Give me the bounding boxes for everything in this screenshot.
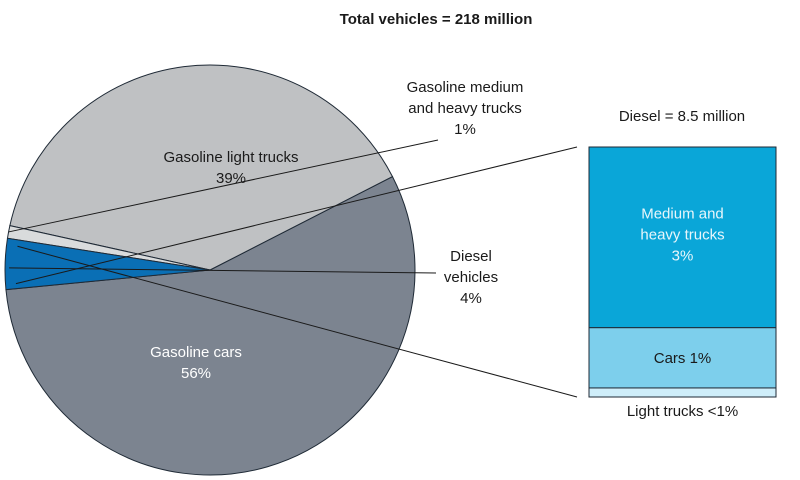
leader-line-diesel xyxy=(9,267,437,274)
connector-top xyxy=(15,146,578,285)
slice-label-1: Gasoline light trucks xyxy=(163,149,298,166)
breakdown-title: Diesel = 8.5 million xyxy=(619,108,745,125)
slice-label-2: and heavy trucks xyxy=(408,100,521,117)
slice-label-2: Gasoline medium xyxy=(407,79,524,96)
breakdown-segment-2 xyxy=(588,387,777,398)
slice-label-0: 56% xyxy=(181,365,211,382)
pie-slice-0 xyxy=(5,175,416,476)
breakdown-label-0: Medium and xyxy=(641,205,724,222)
slice-label-2: 1% xyxy=(454,121,476,138)
pie xyxy=(4,64,416,476)
breakdown-label-0: 3% xyxy=(672,247,694,264)
breakdown-label-2: Light trucks <1% xyxy=(627,403,738,420)
breakdown-segment-0 xyxy=(588,146,777,329)
slice-label-3: Diesel xyxy=(450,248,492,265)
breakdown-segment-1 xyxy=(588,327,777,389)
leader-line-medium-heavy xyxy=(8,139,439,233)
chart-title: Total vehicles = 218 million xyxy=(340,11,533,28)
slice-label-1: 39% xyxy=(216,170,246,187)
breakdown-label-0: heavy trucks xyxy=(640,226,724,243)
slice-labels: Gasoline cars 56% Gasoline light trucks 39%… xyxy=(150,79,523,382)
slice-label-3: vehicles xyxy=(444,269,498,286)
pie-slice-3 xyxy=(4,237,211,291)
leader-lines xyxy=(8,139,578,398)
connector-bottom xyxy=(17,245,578,398)
diesel-breakdown-bar: Medium and heavy trucks 3% Cars 1% Light tru… xyxy=(588,146,777,420)
breakdown-label-1: Cars 1% xyxy=(654,350,712,367)
pie-slice-1 xyxy=(9,64,394,271)
slice-label-3: 4% xyxy=(460,290,482,307)
slice-label-0: Gasoline cars xyxy=(150,344,242,361)
